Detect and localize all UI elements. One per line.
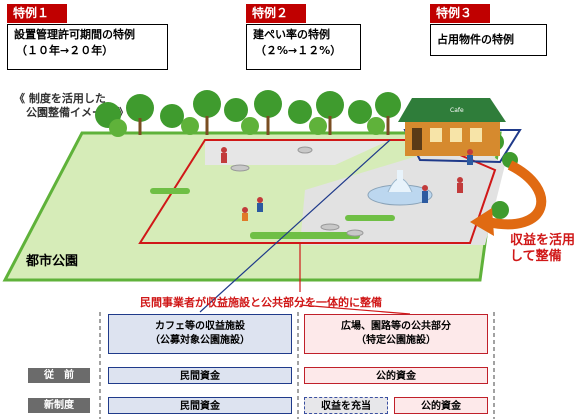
special-2-box: 建ぺい率の特例 （２%→１２%） — [246, 24, 361, 70]
hedges — [150, 188, 395, 239]
row-before-label: 従 前 — [28, 368, 90, 383]
special-2-line2: （２%→１２%） — [255, 44, 342, 57]
special-3-tag: 特例３ — [430, 4, 490, 23]
special-1-tag: 特例１ — [7, 4, 67, 23]
special-3-box: 占用物件の特例 — [430, 24, 547, 56]
arrow-label: 収益を活用 して整備 — [510, 233, 575, 265]
walkway — [205, 140, 390, 165]
special-1-line2: （１０年→２０年） — [16, 44, 114, 57]
tree-row — [95, 90, 401, 137]
cafe-sign: Cafe — [450, 107, 464, 114]
column-right-header: 広場、園路等の公共部分 （特定公園施設） — [304, 314, 488, 354]
people — [221, 147, 473, 221]
row-new-right-b: 公的資金 — [394, 397, 488, 414]
row-before-right: 公的資金 — [304, 367, 488, 384]
row-before-left: 民間資金 — [108, 367, 292, 384]
fountain — [367, 170, 433, 206]
revenue-arrow-body — [486, 160, 546, 230]
special-2-tag: 特例２ — [246, 4, 306, 23]
special-1-box: 設置管理許可期間の特例 （１０年→２０年） — [7, 24, 168, 70]
image-caption-line1: 《 制度を活用した — [14, 92, 106, 105]
row-new-label: 新制度 — [28, 398, 90, 413]
park-label: 都市公園 — [26, 254, 79, 269]
row-new-left: 民間資金 — [108, 397, 292, 414]
arrow-label-line2: して整備 — [510, 249, 562, 264]
tree-trunks — [138, 116, 390, 135]
blue-connector — [199, 139, 391, 313]
red-connector-right — [299, 304, 411, 315]
cafe-building — [398, 98, 506, 156]
revenue-arrow-head — [470, 208, 494, 236]
red-boundary — [138, 139, 497, 244]
arrow-label-line1: 収益を活用 — [510, 233, 576, 248]
column-right-line2: （特定公園施設） — [356, 335, 436, 346]
column-right-line1: 広場、園路等の公共部分 — [341, 321, 451, 332]
special-2-line1: 建ぺい率の特例 — [253, 28, 330, 41]
column-left-line2: （公募対象公園施設） — [150, 335, 250, 346]
row-new-right-a: 収益を充当 — [304, 397, 388, 414]
column-left-header: カフェ等の収益施設 （公募対象公園施設） — [108, 314, 292, 354]
planters — [230, 146, 364, 237]
special-3-line1: 占用物件の特例 — [437, 33, 514, 46]
integrated-label: 民間事業者が収益施設と公共部分を一体的に整備 — [140, 296, 382, 309]
special-1-line1: 設置管理許可期間の特例 — [14, 28, 135, 41]
column-left-line1: カフェ等の収益施設 — [155, 321, 245, 332]
